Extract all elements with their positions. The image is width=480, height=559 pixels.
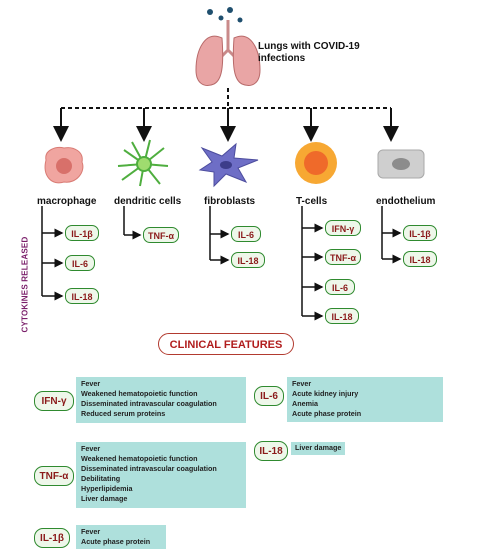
cytokine-badge: TNF-α — [143, 227, 179, 243]
clinical-features-panel: Fever Weakened hematopoietic function Di… — [76, 442, 246, 508]
title-line-2: infections — [258, 53, 306, 64]
cell-label-macrophage: macrophage — [37, 196, 97, 207]
feature-item: Fever — [81, 444, 101, 453]
fibroblast-icon — [198, 142, 259, 188]
clinical-cytokine-badge: IL-1β — [34, 528, 70, 548]
clinical-cytokine-badge: IL-6 — [254, 386, 284, 406]
cytokine-badge: IL-18 — [325, 308, 359, 324]
clinical-cytokine-badge: IL-18 — [254, 441, 288, 461]
feature-item: Anemia — [292, 399, 318, 408]
dendritic-cell-icon — [117, 139, 169, 187]
feature-item: Fever — [81, 527, 101, 536]
cell-label-dendritic: dendritic cells — [114, 196, 182, 207]
t-cell-icon — [295, 142, 337, 184]
feature-item: Reduced serum proteins — [81, 409, 166, 418]
cytokines-released-label: CYTOKINES RELEASED — [20, 236, 30, 333]
clinical-features-panel: Fever Acute kidney injury Anemia Acute p… — [287, 377, 443, 422]
cytokine-badge: IL-18 — [231, 252, 265, 268]
feature-item: Liver damage — [295, 443, 342, 452]
macrophage-icon — [44, 147, 84, 184]
feature-item: Disseminated intravascular coagulation — [81, 399, 217, 408]
feature-item: Debilitating — [81, 474, 121, 483]
feature-item: Fever — [292, 379, 312, 388]
feature-item: Acute phase protein — [292, 409, 362, 418]
clinical-features-panel: Fever Acute phase protein — [76, 525, 166, 549]
clinical-features-heading: CLINICAL FEATURES — [158, 333, 294, 355]
feature-item: Acute kidney injury — [292, 389, 359, 398]
clinical-cytokine-badge: IFN-γ — [34, 391, 74, 411]
clinical-features-panel: Liver damage — [291, 442, 345, 455]
cytokine-badge: TNF-α — [325, 249, 361, 265]
cell-label-t-cells: T-cells — [296, 196, 328, 207]
feature-item: Liver damage — [81, 494, 128, 503]
cell-label-endothelium: endothelium — [376, 196, 436, 207]
feature-item: Acute phase protein — [81, 537, 151, 546]
cytokine-badge: IFN-γ — [325, 220, 361, 236]
feature-item: Hyperlipidemia — [81, 484, 133, 493]
cytokine-badge: IL-1β — [65, 225, 99, 241]
lungs-icon — [195, 7, 261, 86]
cytokine-badge: IL-18 — [403, 251, 437, 267]
cytokine-badge: IL-6 — [325, 279, 355, 295]
cytokine-badge: IL-1β — [403, 225, 437, 241]
title-line-1: Lungs with COVID-19 — [258, 41, 360, 52]
cell-label-fibroblasts: fibroblasts — [204, 196, 256, 207]
feature-item: Weakened hematopoietic function — [81, 454, 198, 463]
diagram-title: Lungs with COVID-19 infections — [258, 41, 360, 65]
clinical-cytokine-badge: TNF-α — [34, 466, 74, 486]
endothelium-icon — [377, 149, 425, 179]
clinical-features-panel: Fever Weakened hematopoietic function Di… — [76, 377, 246, 423]
feature-item: Disseminated intravascular coagulation — [81, 464, 217, 473]
feature-item: Fever — [81, 379, 101, 388]
cytokine-badge: IL-6 — [231, 226, 261, 242]
cytokine-badge: IL-18 — [65, 288, 99, 304]
feature-item: Weakened hematopoietic function — [81, 389, 198, 398]
cytokine-badge: IL-6 — [65, 255, 95, 271]
